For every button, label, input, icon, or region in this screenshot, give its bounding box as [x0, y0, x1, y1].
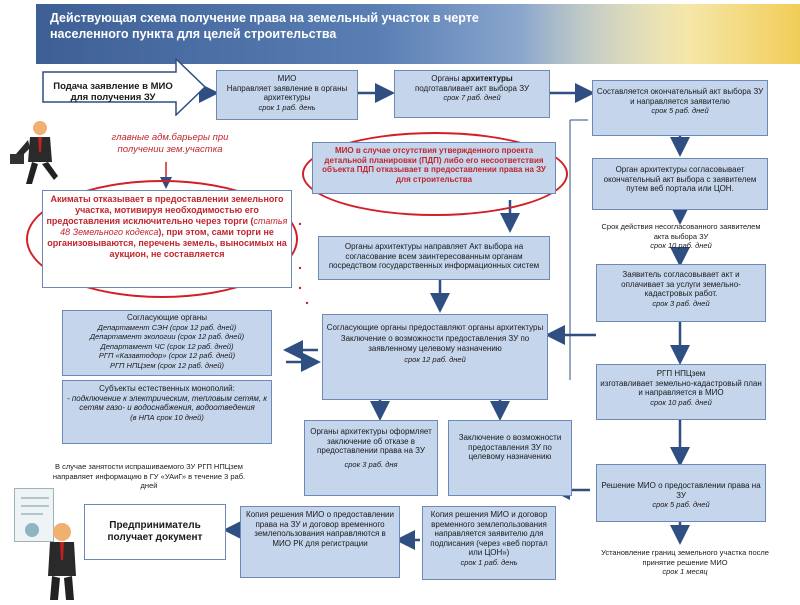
possibility-box: Заключение о возможности предоставления … — [448, 420, 572, 496]
final-act-text: Составляется окончательный акт выбора ЗУ… — [596, 87, 764, 106]
mio-pdp-box: МИО в случае отсутствия утвержденного пр… — [312, 142, 556, 194]
boundary-note: Установление границ земельного участка п… — [596, 548, 774, 577]
monopoly-term: (в НПА срок 10 дней) — [66, 413, 268, 423]
final-act-box: Составляется окончательный акт выбора ЗУ… — [592, 80, 768, 136]
rgp-npczem-term: срок 10 раб. дней — [600, 398, 762, 408]
agencies-box: Согласующие органы Департамент СЭН (срок… — [62, 310, 272, 376]
mio-forward-title: МИО — [220, 74, 354, 84]
entrepreneur-figure — [40, 520, 84, 600]
rgp-npczem-title: РГП НПЦзем — [600, 369, 762, 379]
copy-send-text: Копия решения МИО и договор временного з… — [426, 510, 552, 558]
refusal-term: срок 3 раб. дня — [308, 460, 434, 470]
unagreed-term-note: Срок действия несогласованного заявителе… — [596, 222, 766, 251]
monopoly-text: - подключение к электрическим, тепловым … — [66, 394, 268, 413]
payment-box: Заявитель согласовывает акт и оплачивает… — [596, 264, 766, 322]
mio-forward-box: МИО Направляет заявление в органы архите… — [216, 70, 358, 120]
decision-term: срок 5 раб. дней — [600, 500, 762, 510]
architecture-act-term: срок 7 раб. дней — [398, 93, 546, 103]
agency-item: Департамент ЧС (срок 12 раб. дней) — [66, 342, 268, 352]
boundary-term: срок 1 месяц — [596, 567, 774, 577]
architecture-act-box: Органы архитектуры подготавливает акт вы… — [394, 70, 550, 118]
barriers-text: главные адм.барьеры при получении зем.уч… — [90, 132, 250, 156]
payment-term: срок 3 раб. дней — [600, 299, 762, 309]
mio-pdp-text: МИО в случае отсутствия утвержденного пр… — [316, 146, 552, 184]
akimats-text: Акиматы отказывает в предоставлении земе… — [46, 194, 288, 260]
agency-item: РГП НПЦзем (срок 12 раб. дней) — [66, 361, 268, 371]
refusal-box: Органы архитектуры оформляет заключение … — [304, 420, 438, 496]
agency-item: Департамент экологии (срок 12 раб. дней) — [66, 332, 268, 342]
agreeing-organs-box: Согласующие органы предоставляют органы … — [322, 314, 548, 400]
final-act-term: срок 5 раб. дней — [596, 106, 764, 116]
architecture-agree-box: Орган архитектуры согласовывает окончате… — [592, 158, 768, 210]
mio-forward-text: Направляет заявление в органы архитектур… — [220, 84, 354, 103]
apply-arrow-box: Подача заявление в МИО для получения ЗУ — [42, 58, 206, 116]
unagreed-term-value: срок 10 раб. дней — [596, 241, 766, 251]
monopoly-box: Субъекты естественных монополий: - подкл… — [62, 380, 272, 444]
rgp-npczem-box: РГП НПЦзем изготавливает земельно-кадаст… — [596, 364, 766, 420]
architecture-act-text: подготавливает акт выбора ЗУ — [398, 84, 546, 94]
decision-box: Решение МИО о предоставлении права на ЗУ… — [596, 464, 766, 522]
copy-registration-box: Копия решения МИО о предоставлении права… — [240, 506, 400, 578]
architecture-act-title-a: Органы — [431, 74, 461, 83]
apply-text: Подача заявление в МИО для получения ЗУ — [52, 81, 174, 103]
architecture-agree-text: Орган архитектуры согласовывает окончате… — [596, 165, 764, 194]
architecture-send-box: Органы архитектуры направляет Акт выбора… — [318, 236, 550, 280]
copy-send-box: Копия решения МИО и договор временного з… — [422, 506, 556, 580]
entrepreneur-text: Предприниматель получает документ — [88, 520, 222, 544]
copy-registration-text: Копия решения МИО о предоставлении права… — [244, 510, 396, 548]
agency-item: Департамент СЭН (срок 12 раб. дней) — [66, 323, 268, 333]
businessman-figure — [8, 118, 68, 188]
boundary-text: Установление границ земельного участка п… — [596, 548, 774, 567]
rgp-npczem-text: изготавливает земельно-кадастровый план … — [600, 379, 762, 398]
decision-text: Решение МИО о предоставлении права на ЗУ — [600, 481, 762, 500]
busy-plot-note: В случае занятости испрашиваемого ЗУ РГП… — [52, 462, 246, 491]
agreeing-organs-term: срок 12 раб. дней — [326, 355, 544, 365]
copy-send-term: срок 1 раб. день — [426, 558, 552, 568]
possibility-text: Заключение о возможности предоставления … — [452, 433, 568, 462]
entrepreneur-box: Предприниматель получает документ — [84, 504, 226, 560]
monopoly-title: Субъекты естественных монополий: — [66, 384, 268, 394]
akimats-box: Акиматы отказывает в предоставлении земе… — [42, 190, 292, 288]
agencies-title: Согласующие органы — [66, 313, 268, 323]
architecture-send-text: Органы архитектуры направляет Акт выбора… — [322, 242, 546, 271]
mio-forward-term: срок 1 раб. день — [220, 103, 354, 113]
agreeing-organs-text: Согласующие органы предоставляют органы … — [326, 323, 544, 355]
agency-item: РГП «Казавтодор» (срок 12 раб. дней) — [66, 351, 268, 361]
architecture-act-title-b: архитектуры — [462, 74, 513, 83]
payment-text: Заявитель согласовывает акт и оплачивает… — [600, 270, 762, 299]
unagreed-term-text: Срок действия несогласованного заявителе… — [596, 222, 766, 241]
refusal-text: Органы архитектуры оформляет заключение … — [308, 427, 434, 456]
akimats-text-a: Акиматы отказывает в предоставлении земе… — [47, 194, 284, 226]
